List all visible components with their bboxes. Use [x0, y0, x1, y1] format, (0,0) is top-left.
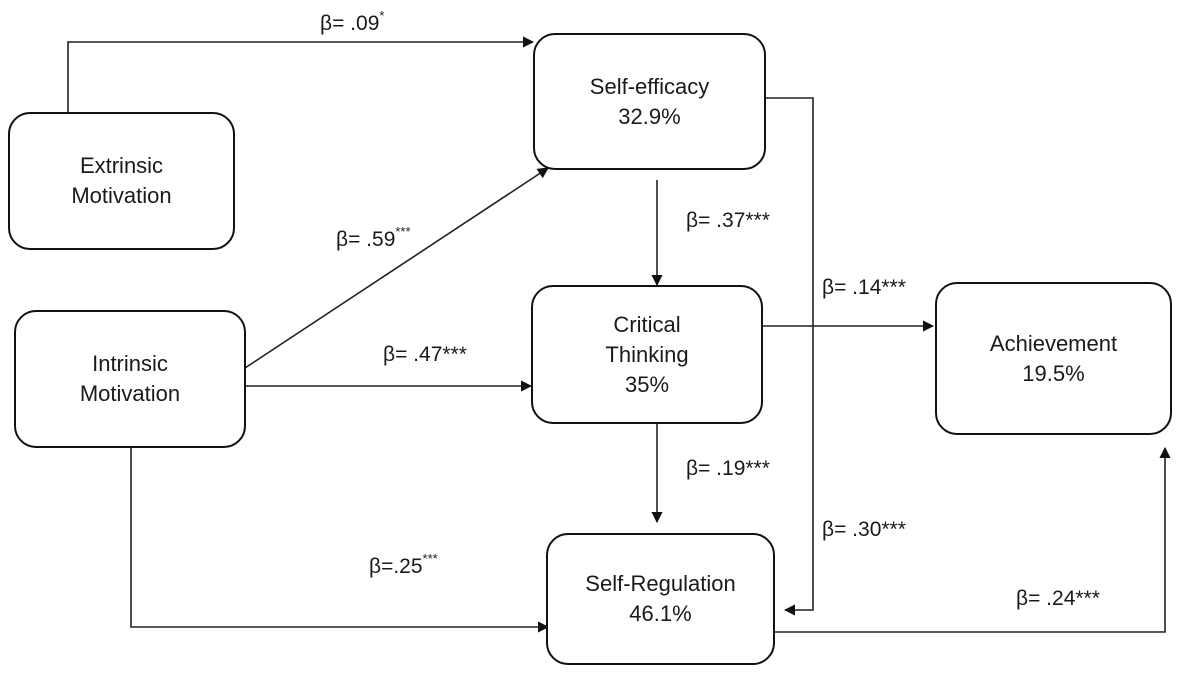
beta-efficacy-to-critical: β= .37***	[686, 209, 770, 232]
arrow-extrinsic-to-efficacy	[67, 36, 535, 112]
node-self-regulation: Self-Regulation 46.1%	[546, 533, 775, 665]
node-regulation-line1: Self-Regulation	[585, 571, 736, 596]
node-achievement-line2: 19.5%	[1022, 360, 1085, 386]
beta-intrinsic-to-regulation: β=.25	[369, 555, 423, 578]
node-achievement-line1: Achievement	[989, 330, 1118, 356]
node-critical-thinking: Critical Thinking 35%	[531, 285, 763, 424]
arrow-intrinsic-to-efficacy	[244, 167, 549, 369]
arrow-efficacy-to-regulation	[766, 97, 814, 616]
label-critical-to-achievement: β= .14***	[822, 276, 906, 300]
beta-intrinsic-to-efficacy: β= .59	[336, 228, 396, 251]
node-intrinsic-line1: Intrinsic	[92, 351, 168, 376]
node-extrinsic-line2: Motivation	[71, 183, 172, 208]
node-extrinsic-motivation: Extrinsic Motivation	[8, 112, 235, 250]
node-efficacy-line1: Self-efficacy	[589, 73, 710, 99]
sig-intrinsic-to-efficacy: ***	[395, 224, 411, 239]
node-self-efficacy: Self-efficacy 32.9%	[533, 33, 766, 170]
sig-intrinsic-to-regulation: ***	[422, 551, 438, 566]
beta-regulation-to-achievement: β= .24***	[1016, 587, 1100, 610]
beta-extrinsic-to-efficacy: β= .09	[320, 12, 380, 35]
node-critical-line1: Critical	[613, 311, 681, 337]
beta-critical-to-achievement: β= .14***	[822, 276, 906, 299]
node-regulation-line2: 46.1%	[629, 601, 692, 626]
beta-critical-to-regulation: β= .19***	[686, 457, 770, 480]
label-efficacy-to-critical: β= .37***	[686, 209, 770, 233]
node-critical-line3: 35%	[624, 371, 670, 397]
node-critical-line2: Thinking	[605, 341, 689, 367]
beta-efficacy-to-regulation: β= .30***	[822, 518, 906, 541]
node-achievement: Achievement 19.5%	[935, 282, 1172, 435]
label-regulation-to-achievement: β= .24***	[1016, 587, 1100, 611]
arrow-regulation-to-achievement	[775, 446, 1171, 633]
label-critical-to-regulation: β= .19***	[686, 457, 770, 481]
node-efficacy-line2: 32.9%	[618, 103, 681, 129]
arrow-intrinsic-to-regulation	[130, 448, 550, 633]
label-extrinsic-to-efficacy: β= .09*	[320, 6, 384, 36]
sig-extrinsic-to-efficacy: *	[379, 8, 385, 23]
beta-intrinsic-to-critical: β= .47***	[383, 343, 467, 366]
label-intrinsic-to-critical: β= .47***	[383, 343, 467, 367]
node-intrinsic-line2: Motivation	[79, 381, 181, 406]
node-intrinsic-motivation: Intrinsic Motivation	[14, 310, 246, 448]
node-extrinsic-line1: Extrinsic	[79, 153, 164, 178]
label-intrinsic-to-regulation: β=.25***	[369, 549, 438, 579]
label-efficacy-to-regulation: β= .30***	[822, 518, 906, 542]
label-intrinsic-to-efficacy: β= .59***	[336, 222, 411, 252]
